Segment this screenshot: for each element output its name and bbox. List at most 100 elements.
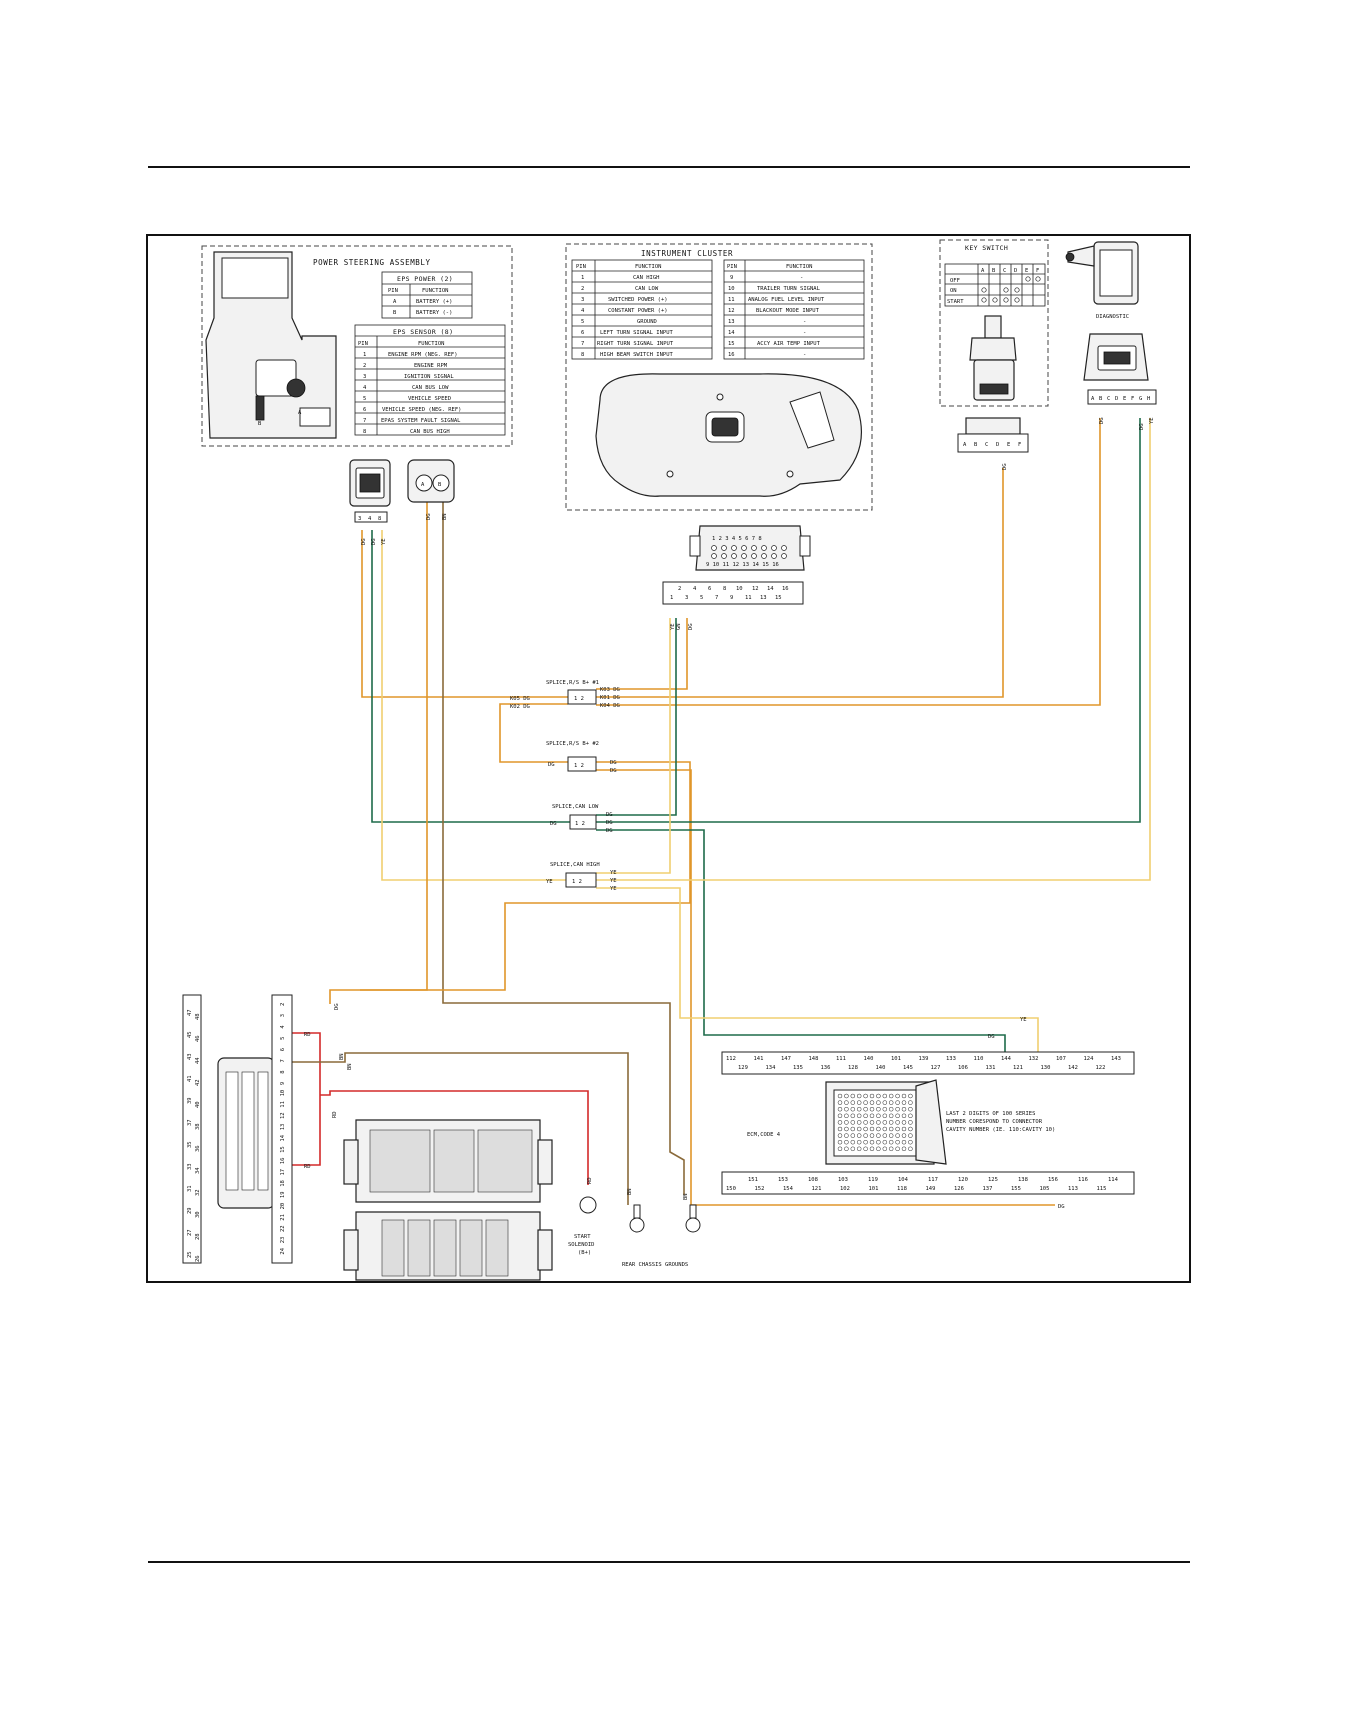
top-rule	[148, 166, 1190, 168]
ecm-pin-num: 155	[1011, 1186, 1021, 1192]
eps-power-pin: A	[393, 299, 397, 305]
eps-sensor-pin: 8	[363, 429, 366, 435]
fuse-num: 38	[195, 1123, 201, 1130]
splice-right: K01 DG	[600, 695, 620, 701]
splice-right: YE	[610, 886, 617, 892]
wire-canhigh-3	[596, 887, 1039, 1052]
ecm-pin-num: 101	[869, 1186, 879, 1192]
ecm-pin	[901, 1100, 907, 1105]
eps-power-h-pin: PIN	[388, 288, 398, 294]
ecm-pin	[844, 1100, 849, 1105]
ecm-pin	[856, 1126, 862, 1132]
fuse-num: 35	[187, 1141, 193, 1148]
wire-eps-power-a	[329, 500, 428, 1004]
fuse-wire-label: RD	[304, 1164, 311, 1170]
fuse-num: 7	[280, 1059, 286, 1062]
cluster-wire: YE	[670, 623, 676, 630]
fuse-num: 44	[195, 1057, 201, 1064]
solenoid-label: (B+)	[578, 1250, 591, 1256]
key-switch: KEY SWITCH A B C D E F OFF ON START	[939, 239, 1049, 470]
eps-conn-wire: DG	[371, 538, 377, 545]
ecm-pin	[869, 1113, 875, 1119]
ecm-pin	[850, 1093, 856, 1099]
fuse-num: 29	[187, 1207, 193, 1214]
splice-title: SPLICE,R/S B+ #1	[546, 680, 599, 686]
ecm-pin	[882, 1146, 888, 1152]
fuse-num: 26	[195, 1255, 201, 1262]
ecm-pin	[850, 1133, 856, 1138]
ecm-pin	[876, 1106, 881, 1112]
fuse-num: 36	[195, 1145, 201, 1152]
diagnostic-wire: DG	[1139, 423, 1145, 430]
ecm-pin	[895, 1100, 900, 1105]
fuse-num: 45	[187, 1031, 193, 1038]
eps-sensor-func: IGNITION SIGNAL	[404, 374, 454, 380]
solenoid-wire: RD	[587, 1177, 593, 1184]
ecm-pin	[869, 1133, 875, 1138]
ecm-pin	[856, 1133, 862, 1138]
diagnostic-pin: G	[1139, 396, 1142, 402]
fuse-num: 31	[187, 1185, 193, 1192]
wires	[282, 418, 1151, 1206]
cluster-func: CAN LOW	[635, 286, 659, 292]
splice-left: K02 DG	[510, 704, 530, 710]
cluster-func: ANALOG FUEL LEVEL INPUT	[748, 297, 825, 303]
eps-sensor-func: EPAS SYSTEM FAULT SIGNAL	[381, 418, 461, 424]
keyswitch-table	[944, 263, 1046, 307]
eps-label-b: B	[258, 421, 262, 427]
ecm-pin	[908, 1106, 913, 1112]
ecm-pin	[882, 1126, 888, 1132]
ecm-pin	[908, 1139, 913, 1145]
eps-power-conn-pin: A	[421, 482, 425, 488]
ecm-pin	[895, 1106, 900, 1112]
eps-power-conn-pin: B	[438, 482, 442, 488]
cluster-pin: 10	[728, 286, 735, 292]
ecm-pin	[856, 1106, 862, 1112]
fuse-num: 12	[280, 1112, 286, 1119]
fuse-num: 24	[280, 1247, 286, 1254]
eps-power-func: BATTERY (-)	[416, 310, 452, 316]
ecm-pin	[844, 1146, 849, 1152]
wire-rs2-2	[596, 769, 1055, 1206]
fuse-num: 25	[187, 1251, 193, 1258]
cluster-pin: 5	[581, 319, 584, 325]
ecm-pin-num: 119	[868, 1177, 878, 1183]
splice-right: DG	[610, 760, 617, 766]
cluster-strip-top: 2 4 6 8 10 12 14 16	[678, 586, 789, 592]
splice-title: SPLICE,R/S B+ #2	[546, 741, 599, 747]
fuse-num: 21	[280, 1214, 286, 1221]
cluster-pin: 4	[581, 308, 585, 314]
eps-sensor-h-func: FUNCTION	[418, 341, 445, 347]
fuse-num: 2	[280, 1003, 286, 1006]
ecm-pin-num: 133	[946, 1056, 956, 1062]
cluster-conn-top: 1 2 3 4 5 6 7 8	[712, 536, 762, 542]
ecm-pin	[888, 1093, 894, 1099]
diagnostic-connector: DIAGNOSTIC A B C D E F G H DG DG YE	[1065, 241, 1157, 430]
cluster-strip-pin: 16	[782, 586, 789, 592]
keyswitch-pin: C	[985, 442, 988, 448]
ecm-pin	[844, 1093, 849, 1099]
keyswitch-col: D	[1014, 268, 1017, 274]
ecm-pin	[882, 1100, 888, 1105]
ecm-pin-num: 132	[1029, 1056, 1039, 1062]
eps-sensor-connector: 3 4 8 DG DG YE	[349, 459, 391, 545]
wire-eps-8	[381, 530, 566, 881]
cluster-func: BLACKOUT MODE INPUT	[756, 308, 820, 314]
ecm-pin	[901, 1120, 907, 1125]
fuse-num: 14	[280, 1134, 286, 1141]
diagnostic-pin: B	[1099, 396, 1103, 402]
solenoid-label: SOLENOID	[568, 1242, 595, 1248]
ecm-pin-num: 152	[755, 1186, 765, 1192]
wire-k03	[596, 618, 688, 690]
eps-title: POWER STEERING ASSEMBLY	[313, 258, 431, 267]
wire-canlow-2	[596, 418, 1141, 823]
fuse-wire-label: BN	[339, 1053, 345, 1060]
eps-sensor-func: CAN BUS LOW	[412, 385, 449, 391]
wire-eps-3	[361, 530, 568, 698]
ecm-pin	[856, 1146, 862, 1152]
ecm-label: ECM,CODE 4	[747, 1132, 781, 1138]
